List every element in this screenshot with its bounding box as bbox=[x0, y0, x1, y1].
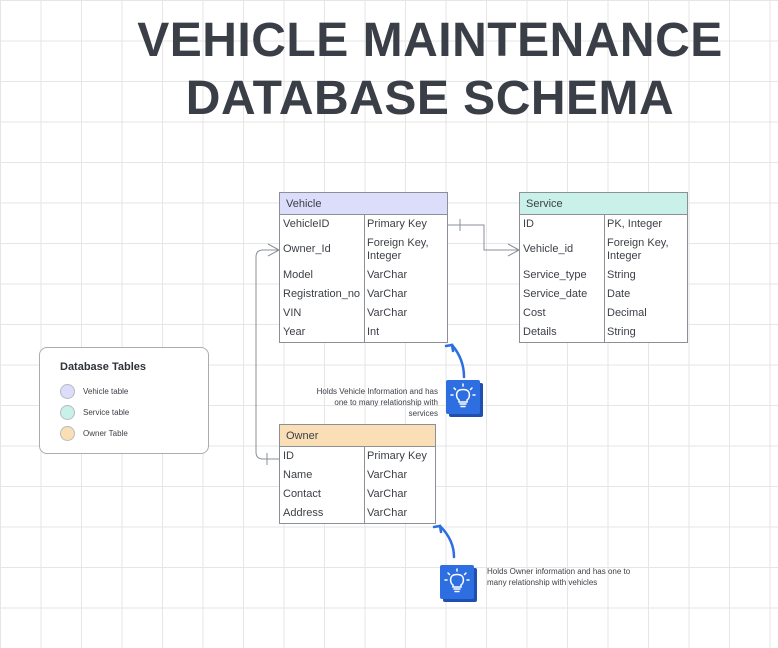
service-row-cost: Cost Decimal bbox=[520, 304, 687, 323]
note-line: Holds Owner information and has one to bbox=[487, 567, 631, 576]
column-name: Service_type bbox=[523, 269, 587, 281]
vehicle-table-header: Vehicle bbox=[280, 193, 447, 215]
legend-item-service: Service table bbox=[60, 405, 129, 420]
column-name: Cost bbox=[523, 307, 546, 319]
owner-table-header: Owner bbox=[280, 425, 435, 447]
lightbulb-glyph bbox=[450, 383, 476, 408]
service-row-service-type: Service_type String bbox=[520, 266, 687, 285]
vehicle-table[interactable]: Vehicle VehicleID Primary Key Owner_Id F… bbox=[279, 192, 448, 343]
legend-title: Database Tables bbox=[60, 361, 147, 373]
legend-item-owner: Owner Table bbox=[60, 426, 128, 441]
column-name: VehicleID bbox=[283, 218, 330, 230]
note-line: many relationship with vehicles bbox=[487, 578, 598, 587]
column-name: Details bbox=[523, 326, 557, 338]
vehicle-row-model: Model VarChar bbox=[280, 266, 447, 285]
column-type: VarChar bbox=[367, 469, 408, 481]
column-name: Address bbox=[283, 507, 324, 519]
owner-row-name: Name VarChar bbox=[280, 466, 435, 485]
vehicle-note-arrowhead bbox=[444, 343, 455, 353]
column-name: Registration_no bbox=[283, 288, 361, 300]
diagram-title-line-1: VEHICLE MAINTENANCE bbox=[137, 14, 723, 67]
service-row-service-date: Service_date Date bbox=[520, 285, 687, 304]
legend-label: Vehicle table bbox=[83, 387, 129, 396]
column-type: Decimal bbox=[607, 307, 647, 319]
service-row-details: Details String bbox=[520, 323, 687, 342]
vehicle-row-year: Year Int bbox=[280, 323, 447, 342]
column-type: Foreign Key, Integer bbox=[607, 237, 669, 262]
lightbulb-glyph bbox=[444, 568, 470, 593]
lightbulb-icon[interactable] bbox=[446, 380, 480, 414]
note-line: services bbox=[408, 409, 438, 418]
owner-note-text: Holds Owner information and has one to m… bbox=[487, 566, 657, 588]
column-type: VarChar bbox=[367, 288, 408, 300]
column-name: ID bbox=[523, 218, 534, 230]
owner-row-id: ID Primary Key bbox=[280, 447, 435, 466]
column-name: Service_date bbox=[523, 288, 588, 300]
column-name: Model bbox=[283, 269, 313, 281]
column-type: String bbox=[607, 269, 636, 281]
column-type: VarChar bbox=[367, 488, 408, 500]
owner-note-arrowhead bbox=[432, 524, 443, 534]
legend-label: Service table bbox=[83, 408, 130, 417]
column-name: Name bbox=[283, 469, 313, 481]
column-type: Primary Key bbox=[367, 450, 427, 462]
column-name: Contact bbox=[283, 488, 321, 500]
service-table-header: Service bbox=[520, 193, 687, 215]
service-row-vehicle-id: Vehicle_id Foreign Key, Integer bbox=[520, 234, 687, 266]
vehicle-row-registration-no: Registration_no VarChar bbox=[280, 285, 447, 304]
column-type: VarChar bbox=[367, 269, 408, 281]
vehicle-row-owner-id: Owner_Id Foreign Key, Integer bbox=[280, 234, 447, 266]
note-line: Holds Vehicle Information and has bbox=[316, 387, 438, 396]
legend-swatch-owner bbox=[60, 426, 75, 441]
column-type: PK, Integer bbox=[607, 218, 663, 230]
column-name: Year bbox=[283, 326, 306, 338]
legend-swatch-vehicle bbox=[60, 384, 75, 399]
legend-panel[interactable]: Database Tables Vehicle table Service ta… bbox=[39, 347, 209, 454]
vehicle-row-vin: VIN VarChar bbox=[280, 304, 447, 323]
owner-vehicle-relationship bbox=[255, 243, 280, 465]
note-arrows bbox=[432, 343, 466, 559]
note-line: one to many relationship with bbox=[334, 398, 438, 407]
legend-swatch-service bbox=[60, 405, 75, 420]
owner-table[interactable]: Owner ID Primary Key Name VarChar Contac… bbox=[279, 424, 436, 524]
column-name: VIN bbox=[283, 307, 302, 319]
vehicle-note-text: Holds Vehicle Information and has one to… bbox=[300, 386, 438, 419]
owner-row-contact: Contact VarChar bbox=[280, 485, 435, 504]
column-type: String bbox=[607, 326, 636, 338]
column-type: VarChar bbox=[367, 307, 408, 319]
vehicle-row-vehicleid: VehicleID Primary Key bbox=[280, 215, 447, 234]
column-type: Foreign Key, Integer bbox=[367, 237, 429, 262]
column-name: Vehicle_id bbox=[523, 243, 574, 255]
column-type: Int bbox=[367, 326, 380, 338]
vehicle-service-relationship bbox=[448, 219, 520, 257]
service-row-id: ID PK, Integer bbox=[520, 215, 687, 234]
diagram-title-line-2: DATABASE SCHEMA bbox=[185, 72, 675, 125]
column-name: ID bbox=[283, 450, 294, 462]
legend-item-vehicle: Vehicle table bbox=[60, 384, 128, 399]
column-name: Owner_Id bbox=[283, 243, 331, 255]
column-type: Date bbox=[607, 288, 631, 300]
lightbulb-icon[interactable] bbox=[440, 565, 474, 599]
legend-label: Owner Table bbox=[83, 429, 128, 438]
service-table[interactable]: Service ID PK, Integer Vehicle_id Foreig… bbox=[519, 192, 688, 343]
owner-note-arrow bbox=[438, 524, 456, 559]
column-type: VarChar bbox=[367, 507, 408, 519]
owner-row-address: Address VarChar bbox=[280, 504, 435, 523]
column-type: Primary Key bbox=[367, 218, 427, 230]
